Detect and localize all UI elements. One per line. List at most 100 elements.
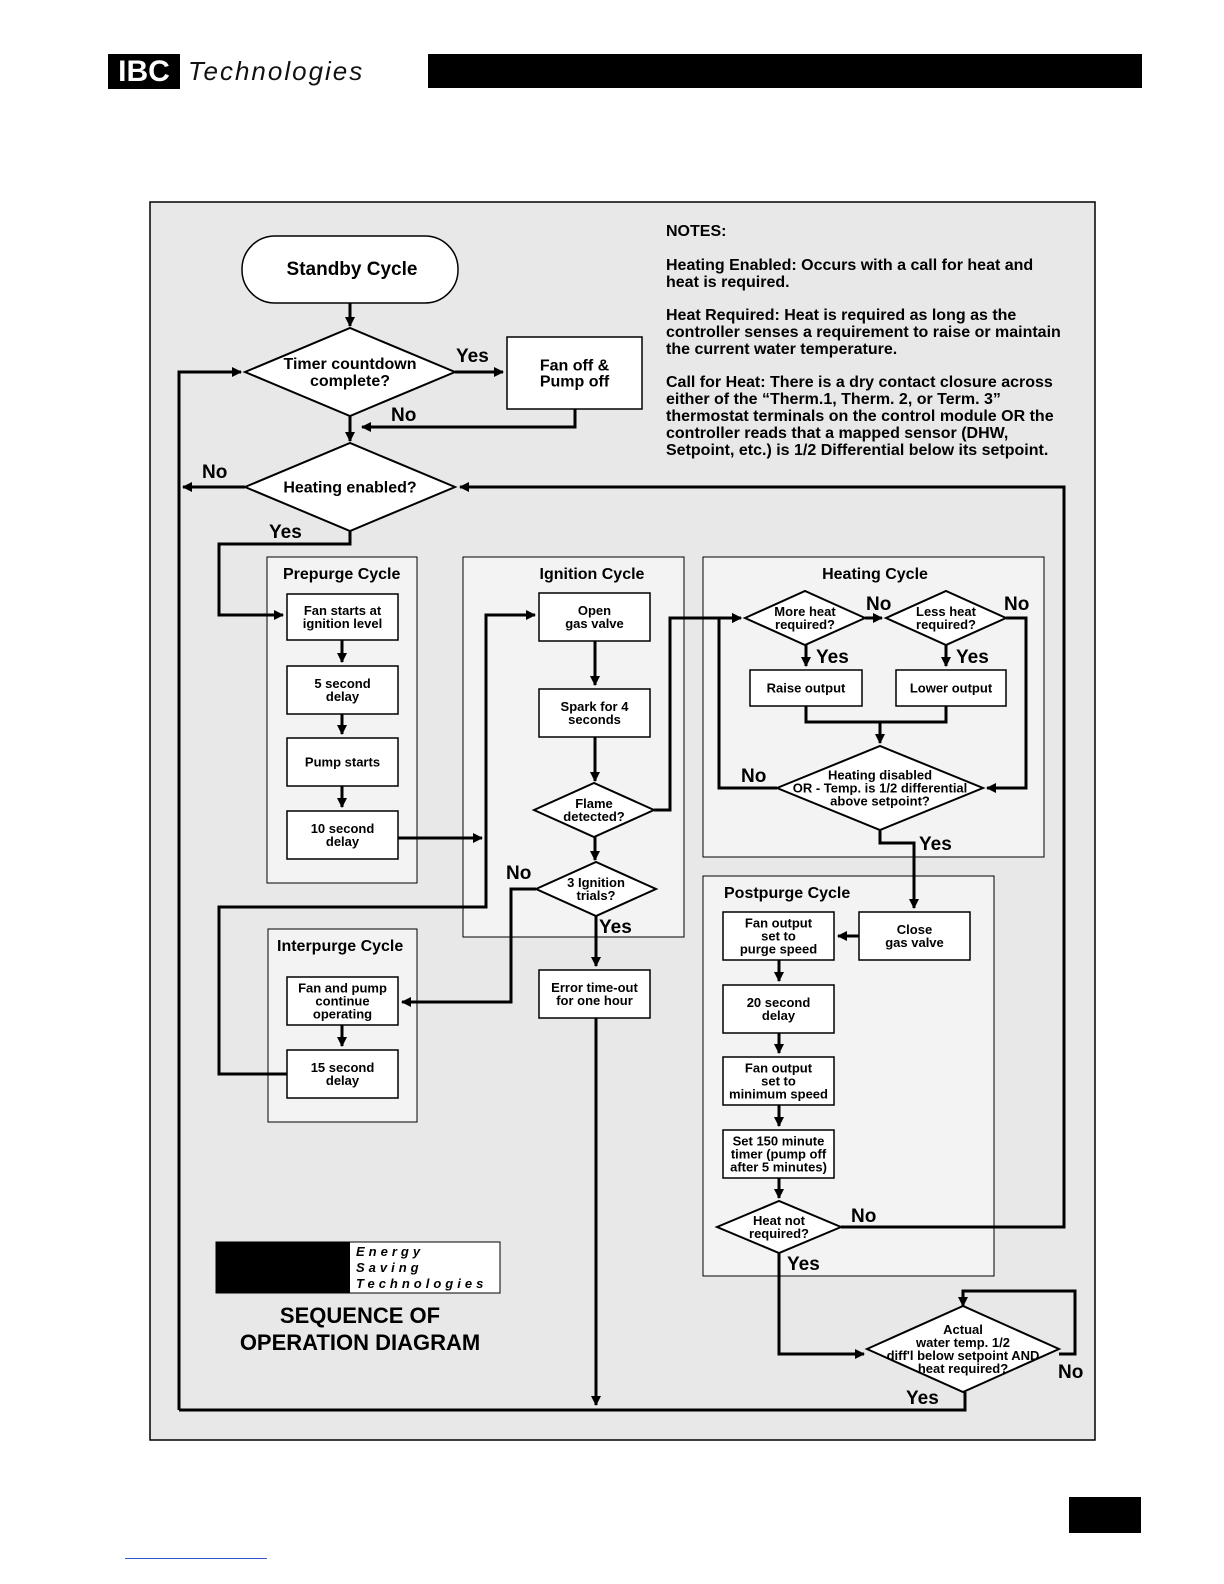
delay-5-second-label-line-1: 5 second <box>314 676 370 691</box>
pump-starts <box>286 737 399 787</box>
delay-10-second <box>286 810 399 860</box>
heat-not-required-decision <box>714 1199 844 1255</box>
label-heatnot-no: No <box>851 1206 876 1227</box>
fan-pump-continue-label-line-2: continue <box>315 994 369 1009</box>
fan-minimum-speed-label-line-2: set to <box>761 1074 796 1089</box>
flame-detected-decision-label-line-2: detected? <box>563 809 624 824</box>
timer-countdown-decision-label-line-2: complete? <box>310 373 390 390</box>
label-heatnot-yes: Yes <box>787 1254 820 1275</box>
label-more-yes: Yes <box>816 647 849 668</box>
fan-purge-speed-label-line-3: purge speed <box>740 942 817 957</box>
note-call-for-heat-line-4: controller reads that a mapped sensor (D… <box>666 425 1008 442</box>
fan-minimum-speed-label-line-1: Fan output <box>745 1061 813 1076</box>
fan-minimum-speed <box>722 1056 835 1106</box>
edge-outputs-merge <box>804 706 948 724</box>
edge-flame-heating <box>654 613 742 812</box>
fan-pump-continue-label-line-3: operating <box>313 1007 372 1022</box>
open-gas-valve-label-line-2: gas valve <box>565 616 624 631</box>
ibc-footer-tagline-line-2: Saving <box>356 1260 423 1275</box>
delay-15-second-label-line-2: delay <box>326 1073 360 1088</box>
timer-150-minute-label-line-3: after 5 minutes) <box>730 1160 827 1175</box>
delay-5-second <box>286 665 399 715</box>
ibc-footer-logo-text: IBC <box>245 1244 321 1293</box>
label-trials-no: No <box>506 863 531 884</box>
actual-water-temp-decision-label-line-1: Actual <box>943 1322 983 1337</box>
fan-starts-ignition <box>286 593 399 641</box>
sequence-title-line-1: SEQUENCE OF <box>280 1303 440 1328</box>
heat-not-required-decision-label-line-2: required? <box>749 1226 809 1241</box>
edge-fanoff-return <box>361 409 577 432</box>
delay-20-second <box>722 984 835 1034</box>
ignition-trials-decision <box>533 860 659 918</box>
label-disabled-yes: Yes <box>919 834 952 855</box>
label-heating-no: No <box>202 462 227 483</box>
fan-off-pump-off-label-line-2: Pump off <box>540 374 610 391</box>
edge-interpurge-return <box>217 838 488 1076</box>
note-call-for-heat-line-5: Setpoint, etc.) is 1/2 Differential belo… <box>666 442 1048 459</box>
group-ignition-title: Ignition Cycle <box>540 566 645 583</box>
edge-heatnot-yes <box>777 1253 865 1359</box>
fan-starts-ignition-label-line-2: ignition level <box>303 616 382 631</box>
label-disabled-no: No <box>741 766 766 787</box>
actual-water-temp-decision <box>864 1304 1062 1394</box>
heating-enabled-decision <box>242 441 458 533</box>
edge-ign-open <box>484 610 536 838</box>
open-gas-valve <box>538 592 651 642</box>
fan-off-pump-off <box>506 336 643 410</box>
fan-starts-ignition-label-line-1: Fan starts at <box>304 603 382 618</box>
fan-off-pump-off-label-line-1: Fan off & <box>540 358 610 375</box>
delay-10-second-label-line-2: delay <box>326 834 360 849</box>
flame-detected-decision-label-line-1: Flame <box>575 796 613 811</box>
error-timeout <box>538 969 651 1019</box>
close-gas-valve-label-line-2: gas valve <box>885 935 944 950</box>
fan-minimum-speed-label-line-3: minimum speed <box>729 1087 828 1102</box>
footer-link-line <box>125 1558 267 1559</box>
group-interpurge-title: Interpurge Cycle <box>277 938 403 955</box>
heating-disabled-decision-label-line-3: above setpoint? <box>830 794 930 809</box>
more-heat-decision <box>742 589 868 647</box>
timer-countdown-decision <box>242 326 458 418</box>
group-heating-title: Heating Cycle <box>822 566 928 583</box>
note-heat-required-line-1: Heat Required: Heat is required as long … <box>666 307 1016 324</box>
edge-trials-interpurge <box>401 887 536 1007</box>
heat-not-required-decision-label-line-1: Heat not <box>753 1213 806 1228</box>
edge-left-return <box>177 367 242 1410</box>
sequence-title-line-2: OPERATION DIAGRAM <box>240 1330 480 1355</box>
heating-disabled-decision-label-line-2: OR - Temp. is 1/2 differential <box>793 781 968 796</box>
label-timer-yes: Yes <box>456 346 489 367</box>
note-call-for-heat-line-3: thermostat terminals on the control modu… <box>666 408 1054 425</box>
edge-disabled-no <box>717 613 777 790</box>
delay-10-second-label-line-1: 10 second <box>311 821 375 836</box>
open-gas-valve-label-line-1: Open <box>578 603 611 618</box>
label-actual-yes: Yes <box>906 1388 939 1409</box>
error-timeout-label-line-1: Error time-out <box>551 980 638 995</box>
lower-output-label-line-1: Lower output <box>910 681 993 696</box>
actual-water-temp-decision-label-line-3: diff'l below setpoint AND <box>887 1348 1040 1363</box>
label-heating-yes: Yes <box>269 522 302 543</box>
more-heat-decision-label-line-2: required? <box>775 617 835 632</box>
timer-150-minute <box>722 1129 835 1179</box>
label-trials-yes: Yes <box>599 917 632 938</box>
lower-output <box>895 669 1007 707</box>
fan-purge-speed-label-line-2: set to <box>761 929 796 944</box>
delay-15-second-label-line-1: 15 second <box>311 1060 375 1075</box>
delay-20-second-label-line-2: delay <box>762 1008 796 1023</box>
close-gas-valve <box>858 911 971 961</box>
heating-disabled-decision-label-line-1: Heating disabled <box>828 768 932 783</box>
flame-detected-decision <box>531 781 657 839</box>
ibc-footer-tagline-line-3: Technologies <box>356 1276 487 1291</box>
timer-150-minute-label-line-2: timer (pump off <box>731 1147 827 1162</box>
delay-5-second-label-line-2: delay <box>326 689 360 704</box>
note-call-for-heat-line-2: either of the “Therm.1, Therm. 2, or Ter… <box>666 391 1001 408</box>
header-brand: Technologies <box>188 56 365 86</box>
group-postpurge-title: Postpurge Cycle <box>724 885 850 902</box>
timer-150-minute-label-line-1: Set 150 minute <box>733 1134 825 1149</box>
ibc-footer-logo-block <box>216 1242 350 1293</box>
fan-purge-speed-label-line-1: Fan output <box>745 916 813 931</box>
standby-cycle <box>241 235 459 304</box>
less-heat-decision-label-line-2: required? <box>916 617 976 632</box>
actual-water-temp-decision-label-line-4: heat required? <box>918 1361 1008 1376</box>
header-bar <box>428 54 1142 88</box>
